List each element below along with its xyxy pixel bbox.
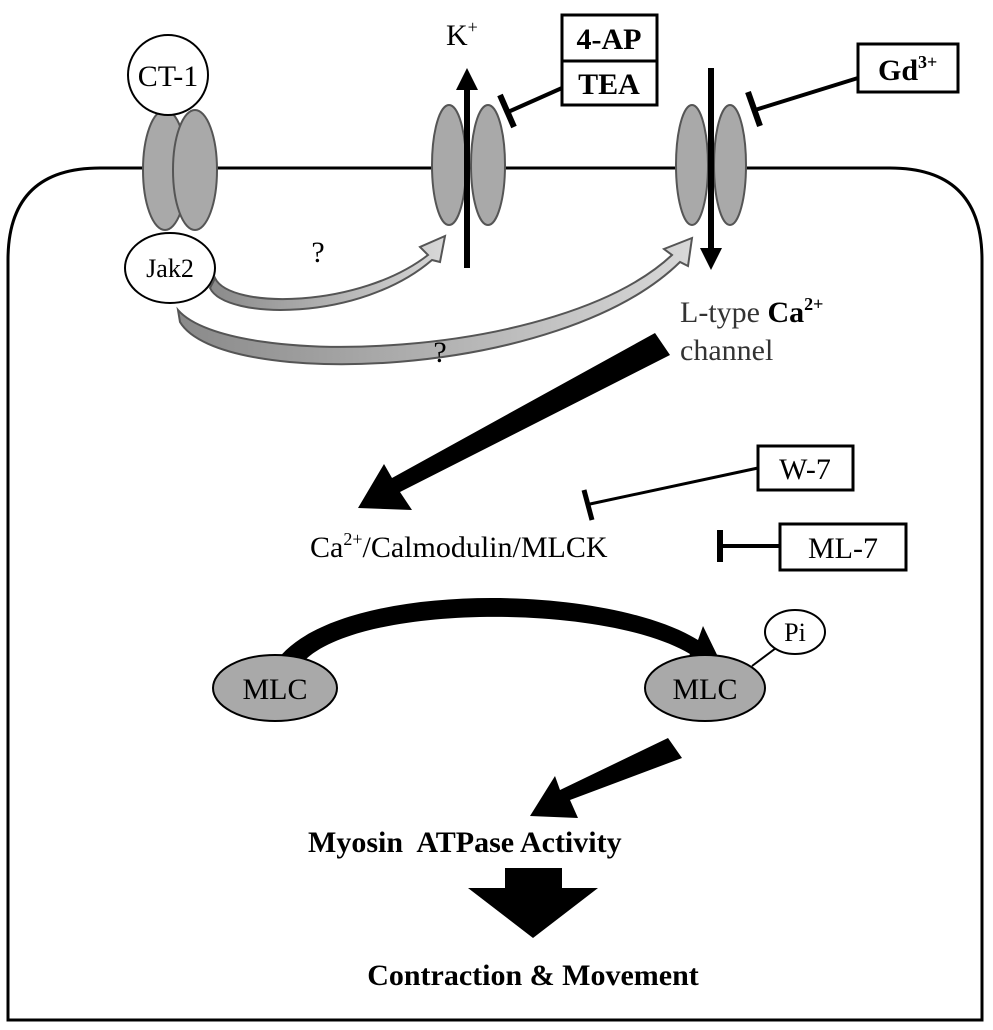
gd-inhibition-bar [745,91,763,127]
inhibitor-gd-box [856,42,960,94]
inhibitor-w7-box [756,444,855,492]
inhibitor-tea-label: TEA [578,68,640,101]
ca-channel-subunit-right [713,104,747,226]
channel-to-calmodulin-arrow [358,333,670,510]
inhibitor-ml7-label: ML-7 [808,532,878,565]
jak2-label: Jak2 [146,254,194,283]
mlc-to-atpase-arrow [530,738,682,818]
cell-membrane [6,166,984,1022]
ct1-node [127,34,209,116]
phosphorylation-arc-arrow [272,598,722,672]
jak2-to-ca-channel-arrow [176,236,694,366]
question-mark-lower: ? [433,336,446,369]
k-ion-label: K+ [446,17,478,52]
ca-channel-subunit-left [675,104,709,226]
question-mark-upper: ? [311,236,324,269]
myosin-atpase-label: Myosin ATPase Activity [308,826,622,859]
mlc-unphosphorylated-node [212,654,338,722]
inhibitor-gd-label: Gd3+ [878,52,937,87]
k-efflux-arrowhead [456,68,478,90]
mlc-left-label: MLC [242,673,307,706]
contraction-movement-label: Contraction & Movement [367,959,699,992]
pi-bond [751,647,777,667]
gd-inhibition-line [754,76,859,112]
k-channel-subunit-left [431,104,467,226]
ltype-channel-label-line2: channel [680,334,773,367]
jak2-to-k-channel-arrow [208,234,447,311]
ca-influx-arrowhead [700,248,722,270]
pi-label: Pi [784,618,806,647]
ct1-label: CT-1 [138,60,199,93]
atpase-to-contraction-arrow [468,868,598,938]
calmodulin-mlck-label: Ca2+/Calmodulin/MLCK [310,529,608,564]
inhibitor-4ap-box [560,13,659,63]
tea-inhibition-bar [497,93,517,129]
inhibitor-w7-label: W-7 [779,453,831,486]
ct1-receptor-subunit-right [172,109,218,231]
tea-inhibition-line [507,86,563,114]
inhibitor-tea-box [560,59,659,107]
w7-inhibition-line [589,466,759,506]
mlc-phosphorylated-node [644,654,766,722]
inhibitor-4ap-label: 4-AP [577,23,642,56]
pi-node [764,609,826,655]
k-channel-subunit-right [470,104,506,226]
mlc-right-label: MLC [672,673,737,706]
w7-inhibition-bar [581,489,595,521]
ltype-channel-label-line1: L-type Ca2+ [680,294,823,329]
jak2-node [124,232,216,304]
